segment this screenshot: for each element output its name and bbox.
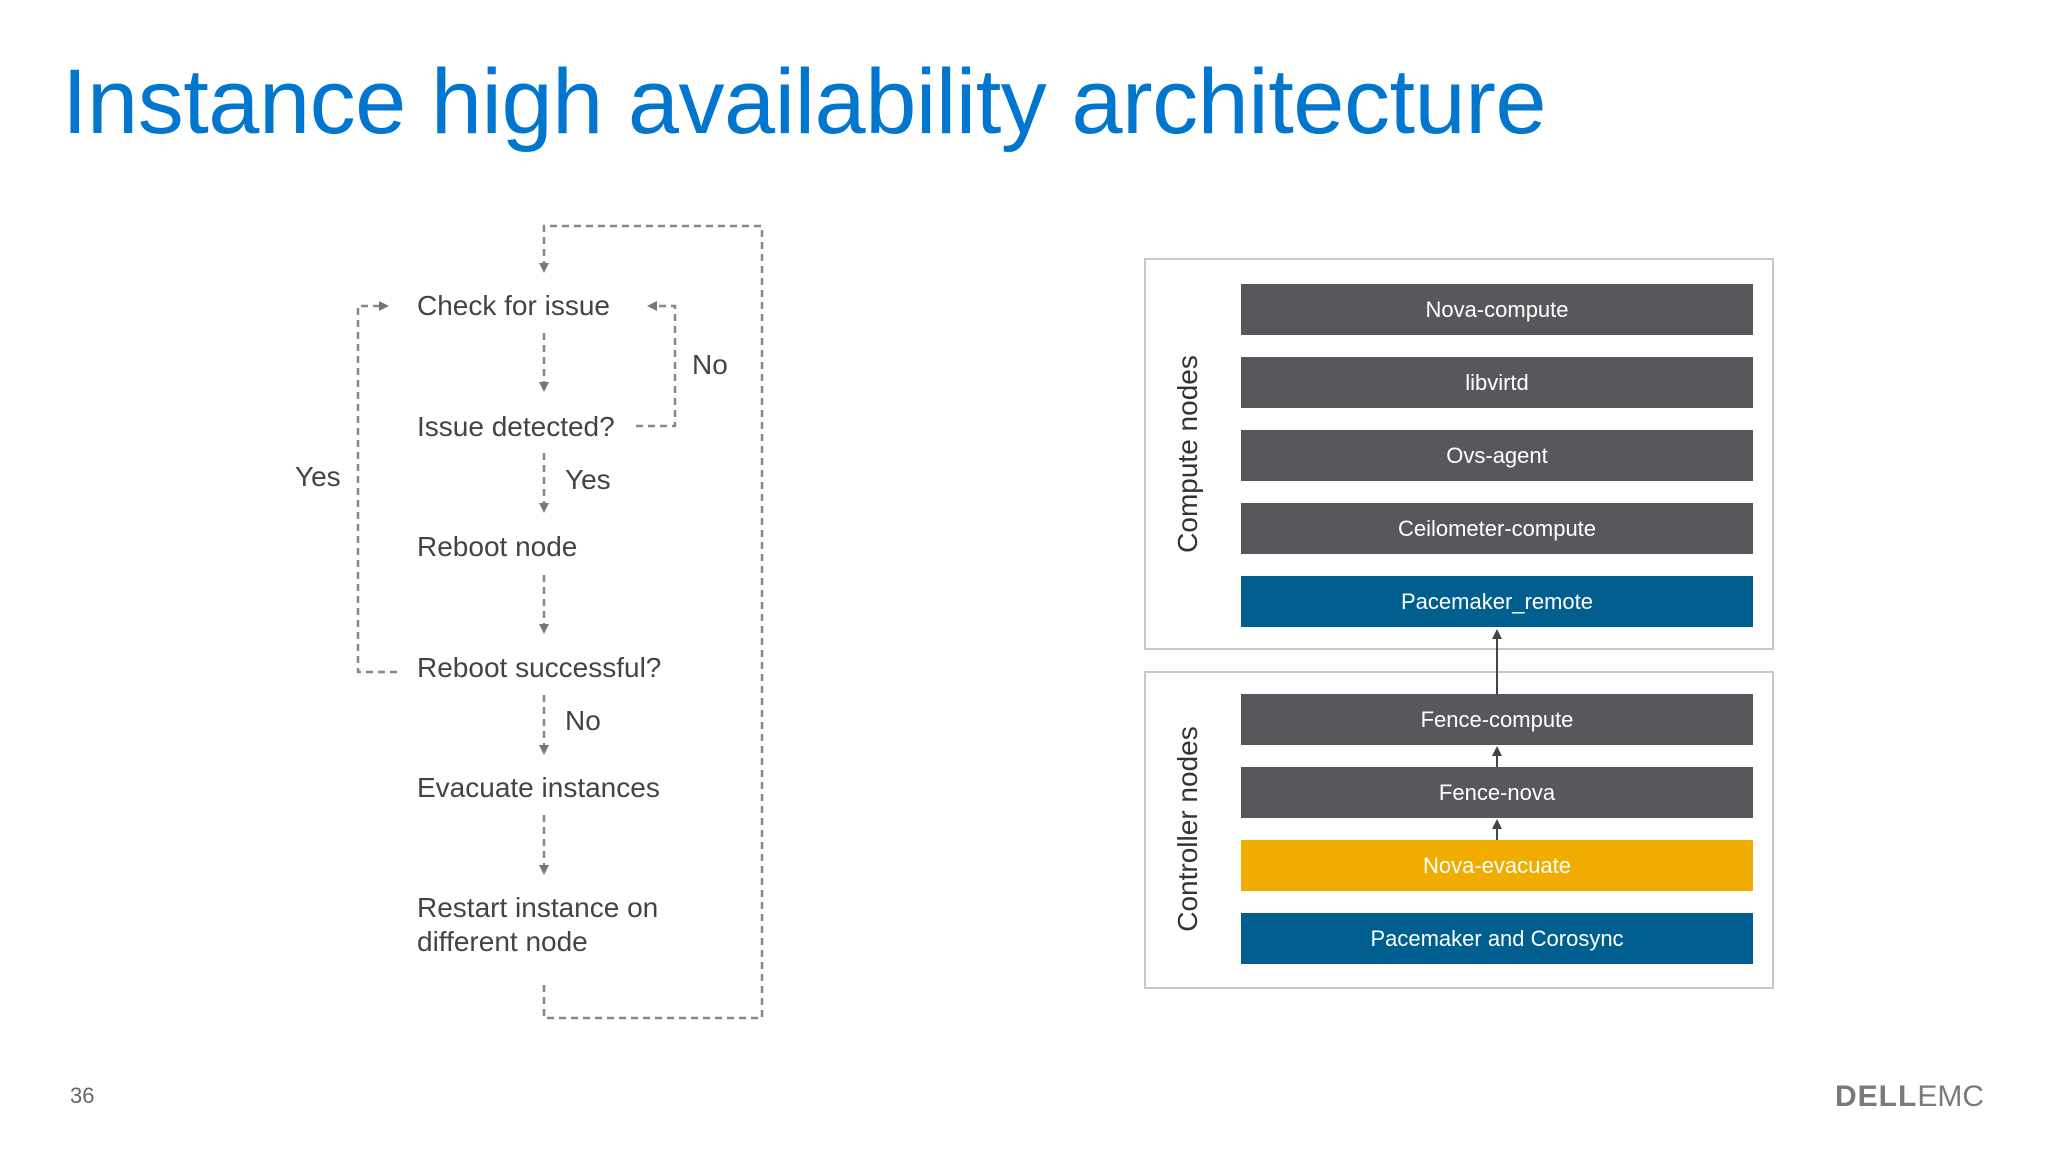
reboot-yes-connector <box>356 301 397 674</box>
component-nova-compute: Nova-compute <box>1241 284 1753 335</box>
component-fence-compute: Fence-compute <box>1241 694 1753 745</box>
component-ceilometer-compute: Ceilometer-compute <box>1241 503 1753 554</box>
component-fence-nova: Fence-nova <box>1241 767 1753 818</box>
flow-step-reboot-successful: Reboot successful? <box>417 652 662 683</box>
component-libvirtd: libvirtd <box>1241 357 1753 408</box>
flow-step-issue-detected: Issue detected? <box>417 411 615 442</box>
detected-no-connector <box>636 301 677 428</box>
component-ovs-agent: Ovs-agent <box>1241 430 1753 481</box>
edge-label-detected-no: No <box>692 349 728 380</box>
edge-label-detected-yes: Yes <box>565 464 611 495</box>
flow-step-evacuate-instances: Evacuate instances <box>417 772 660 803</box>
flow-step-reboot-node: Reboot node <box>417 531 578 562</box>
flow-step-restart-instance: Restart instance on different node <box>417 892 659 957</box>
slide-title: Instance high availability architecture <box>62 51 1547 153</box>
edge-label-reboot-yes: Yes <box>295 461 341 492</box>
flow-step-check-issue: Check for issue <box>417 290 610 321</box>
loop-back-connector <box>539 224 764 1020</box>
dell-emc-logo: DELLEMC <box>1835 1080 1984 1114</box>
logo-emc-text: EMC <box>1917 1080 1984 1113</box>
page-number: 36 <box>70 1083 95 1108</box>
edge-label-reboot-no: No <box>565 705 601 736</box>
component-pacemaker-remote: Pacemaker_remote <box>1241 576 1753 627</box>
component-nova-evacuate: Nova-evacuate <box>1241 840 1753 891</box>
component-pacemaker-corosync: Pacemaker and Corosync <box>1241 913 1753 964</box>
logo-dell-text: DELL <box>1835 1080 1918 1113</box>
